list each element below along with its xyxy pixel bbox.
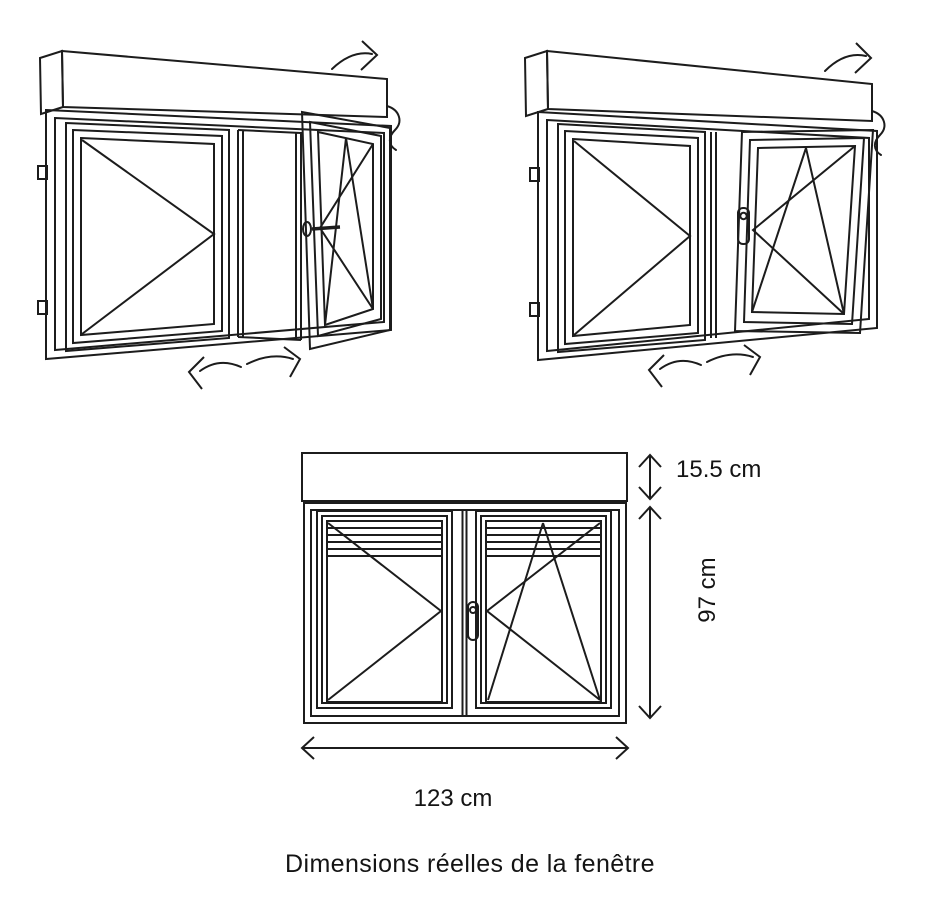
window-height-label: 97 cm [694, 557, 721, 623]
casement-handle [302, 221, 341, 237]
mullion-and-aperture [237, 129, 302, 341]
right-casement [475, 510, 612, 709]
turn-mark [751, 145, 856, 315]
open-casement [300, 110, 391, 351]
window-width-dimension-arrow [300, 736, 630, 760]
tilt-mark [487, 522, 601, 701]
casement-handle [737, 207, 750, 245]
mullion-and-aperture [710, 132, 717, 338]
roller-shutter-box [38, 49, 388, 119]
left-casement [316, 510, 453, 709]
hinge-icon [37, 300, 48, 315]
shutter-slats [327, 527, 442, 557]
turn-mark [485, 522, 601, 701]
hinge-icon [529, 167, 540, 182]
roller-shutter-box [301, 452, 628, 502]
opening-direction-mark [327, 522, 443, 701]
window-height-dimension-arrow [638, 505, 662, 720]
hinge-icon [529, 302, 540, 317]
window-handle [467, 601, 479, 641]
figure-caption: Dimensions réelles de la fenêtre [285, 850, 655, 878]
window-frame [303, 502, 627, 724]
roller-shutter-box [523, 49, 873, 123]
shutter-height-label: 15.5 cm [676, 456, 762, 483]
window-width-label: 123 cm [413, 785, 493, 812]
tilt-mark [751, 147, 845, 315]
opening-direction-mark [81, 139, 216, 335]
shutter-height-dimension-arrow [638, 453, 662, 501]
closed-casement [557, 122, 706, 354]
tilt-mark [324, 137, 374, 326]
tilted-casement [733, 128, 875, 335]
mullion [461, 510, 468, 716]
closed-casement [65, 121, 230, 353]
perspective-swing-open-window-illustration [37, 40, 401, 390]
swing-direction-arrows-icon [187, 346, 302, 390]
rotation-arrow-icon [824, 42, 873, 74]
opening-direction-mark [573, 140, 692, 336]
hinge-icon [37, 165, 48, 180]
wind-squiggle-icon [386, 105, 401, 151]
shutter-slats [486, 527, 601, 557]
front-view-dimension-diagram [300, 452, 662, 760]
wind-squiggle-icon [871, 110, 886, 156]
swing-direction-arrows-icon [647, 344, 762, 388]
rotation-arrow-icon [331, 40, 379, 71]
perspective-tilt-open-window-illustration [523, 42, 886, 388]
